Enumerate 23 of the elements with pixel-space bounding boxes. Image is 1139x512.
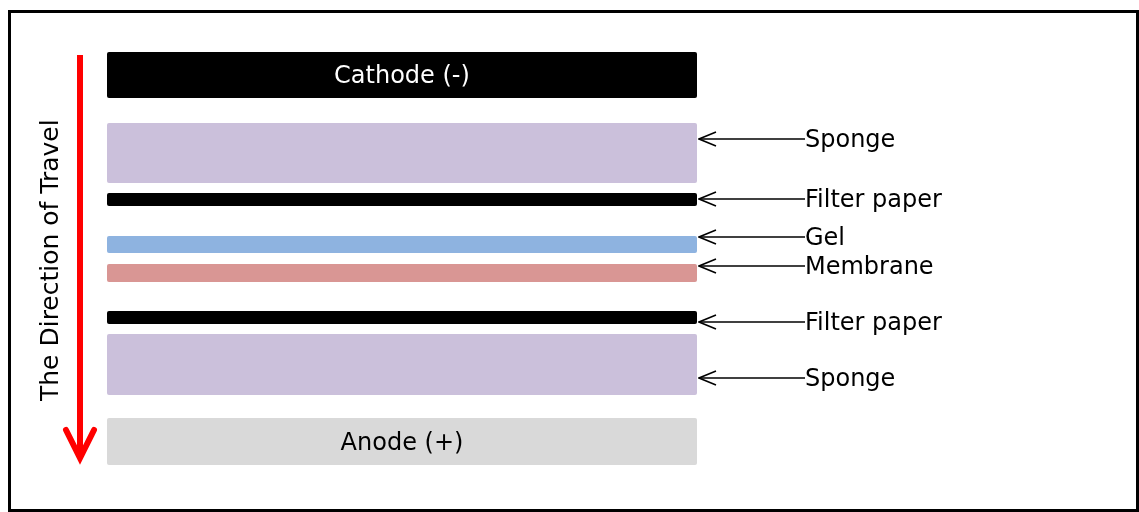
sponge-layer: [107, 123, 697, 183]
sponge-layer: [107, 334, 697, 395]
filter-paper-layer: [107, 311, 697, 324]
leader-arrow: [698, 258, 806, 274]
gel-layer: [107, 236, 697, 253]
leader-arrow: [698, 370, 806, 386]
membrane-layer: [107, 264, 697, 282]
filter-paper-layer: [107, 193, 697, 206]
plate-label: Anode (+): [340, 427, 464, 456]
layer-label: Sponge: [805, 125, 896, 153]
leader-arrow: [698, 131, 806, 147]
layer-label: Membrane: [805, 252, 934, 280]
electrode-plate: [107, 418, 697, 465]
leader-arrow: [698, 314, 806, 330]
electrode-plate: [107, 52, 697, 98]
axis-caption: The Direction of Travel: [34, 118, 65, 403]
layer-label: Filter paper: [805, 185, 942, 213]
leader-arrow: [698, 229, 806, 245]
layer-label: Sponge: [805, 364, 896, 392]
layer-label: Filter paper: [805, 308, 942, 336]
layer-label: Gel: [805, 223, 846, 251]
leader-arrow: [698, 191, 806, 207]
plate-label: Cathode (-): [334, 61, 470, 89]
